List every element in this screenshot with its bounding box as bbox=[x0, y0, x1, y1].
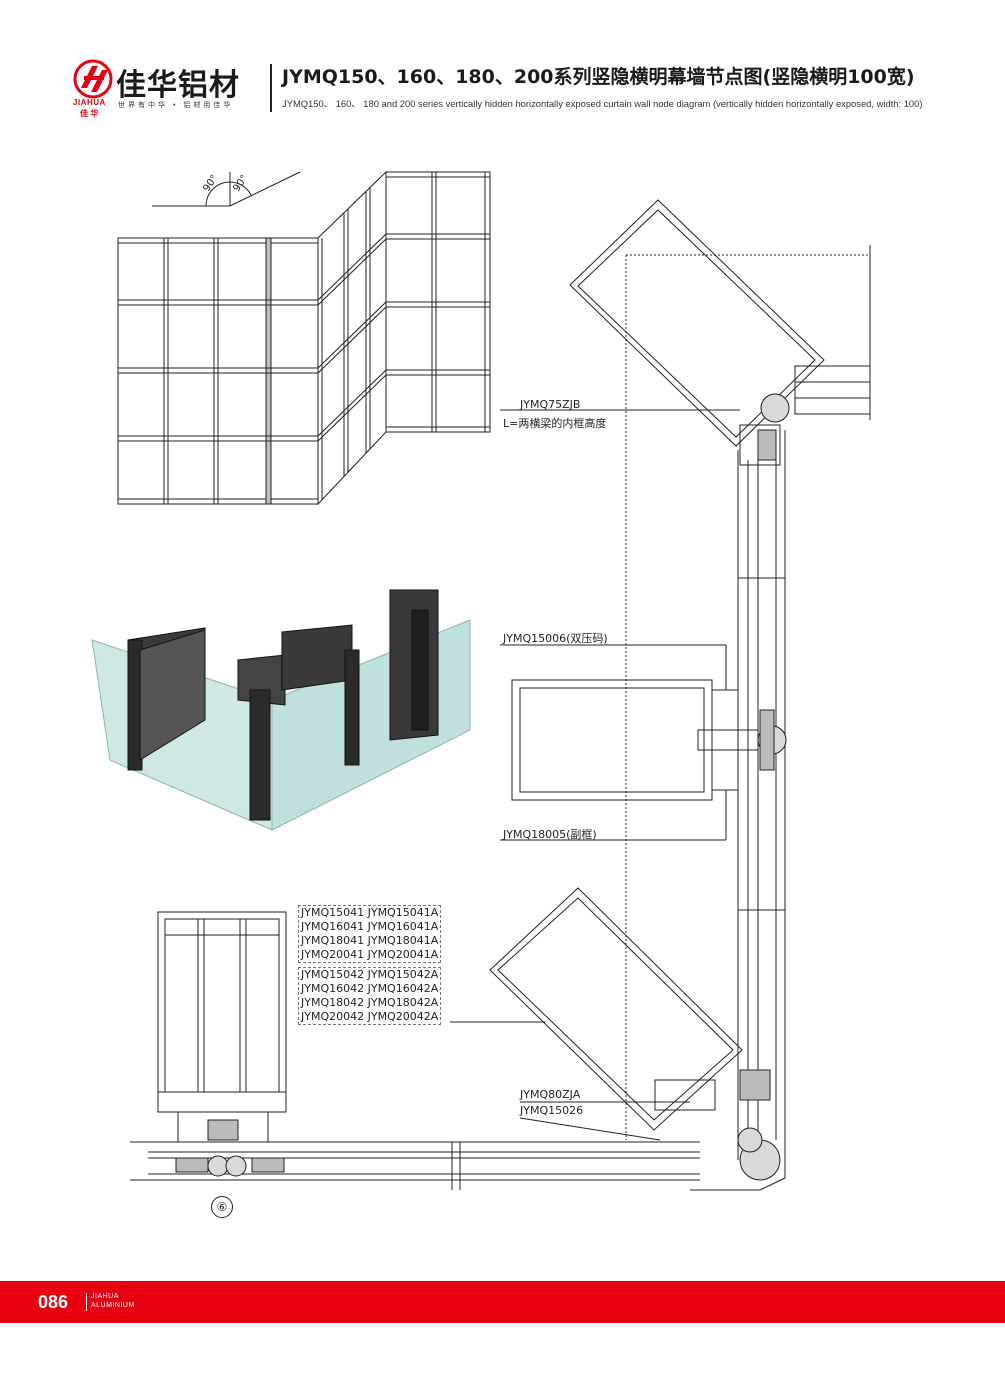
corner-3d-render bbox=[91, 589, 471, 831]
page-footer: 086 JIAHUA ALUMINIUM bbox=[0, 1281, 1005, 1323]
profile-item: JYMQ16041 JYMQ16041A bbox=[301, 920, 439, 933]
profile-item: JYMQ16042 JYMQ16042A bbox=[301, 982, 439, 995]
brand-name-cn: 佳华铝材 bbox=[116, 68, 240, 103]
page-title-en: JYMQ150、 160、 180 and 200 series vertica… bbox=[282, 98, 923, 109]
profile-item: JYMQ18041 JYMQ18041A bbox=[301, 934, 439, 947]
page-header: 佳华铝材 JIAHUA 佳 华 世界有中华 • 铝材用佳华 JYMQ150、16… bbox=[0, 50, 1005, 120]
page-title-cn: JYMQ150、160、180、200系列竖隐横明幕墙节点图(竖隐横明100宽) bbox=[282, 66, 915, 88]
profile-item: JYMQ20042 JYMQ20042A bbox=[301, 1010, 439, 1023]
elevation-view bbox=[117, 170, 491, 506]
header-divider bbox=[270, 64, 272, 112]
label-zjb-code: JYMQ75ZJB bbox=[520, 398, 581, 411]
leader-lines bbox=[450, 409, 740, 1141]
plan-section bbox=[489, 199, 871, 1191]
technical-drawing bbox=[91, 170, 871, 1191]
profile-list-b: JYMQ15042 JYMQ15042A JYMQ16042 JYMQ16042… bbox=[298, 967, 442, 1025]
footer-brand-line2: ALUMINIUM bbox=[91, 1302, 135, 1309]
brand-slogan: 世界有中华 • 铝材用佳华 bbox=[118, 102, 234, 109]
label-zja-code: JYMQ80ZJA bbox=[520, 1088, 581, 1101]
profile-item: JYMQ20041 JYMQ20041A bbox=[301, 948, 439, 961]
footer-divider bbox=[86, 1293, 87, 1311]
brand-name-en: JIAHUA bbox=[73, 98, 106, 107]
profile-item: JYMQ18042 JYMQ18042A bbox=[301, 996, 439, 1009]
label-bottom-code: JYMQ15026 bbox=[520, 1104, 584, 1117]
label-zjb-note: L=两横梁的内框高度 bbox=[503, 417, 607, 430]
footer-brand: JIAHUA ALUMINIUM bbox=[91, 1292, 135, 1310]
label-subframe-code: JYMQ18005(副框) bbox=[503, 828, 597, 841]
detail-number: ⑥ bbox=[211, 1196, 233, 1218]
label-pressure-code: JYMQ15006(双压码) bbox=[503, 632, 608, 645]
footer-brand-line1: JIAHUA bbox=[91, 1293, 119, 1300]
transom-section bbox=[130, 911, 700, 1190]
profile-item: JYMQ15041 JYMQ15041A bbox=[301, 906, 439, 919]
page-number: 086 bbox=[38, 1292, 69, 1312]
brand-name-cn-small: 佳 华 bbox=[80, 109, 99, 118]
jiahua-logo-icon bbox=[73, 59, 113, 99]
profile-list-a: JYMQ15041 JYMQ15041A JYMQ16041 JYMQ16041… bbox=[298, 905, 442, 963]
profile-item: JYMQ15042 JYMQ15042A bbox=[301, 968, 439, 981]
